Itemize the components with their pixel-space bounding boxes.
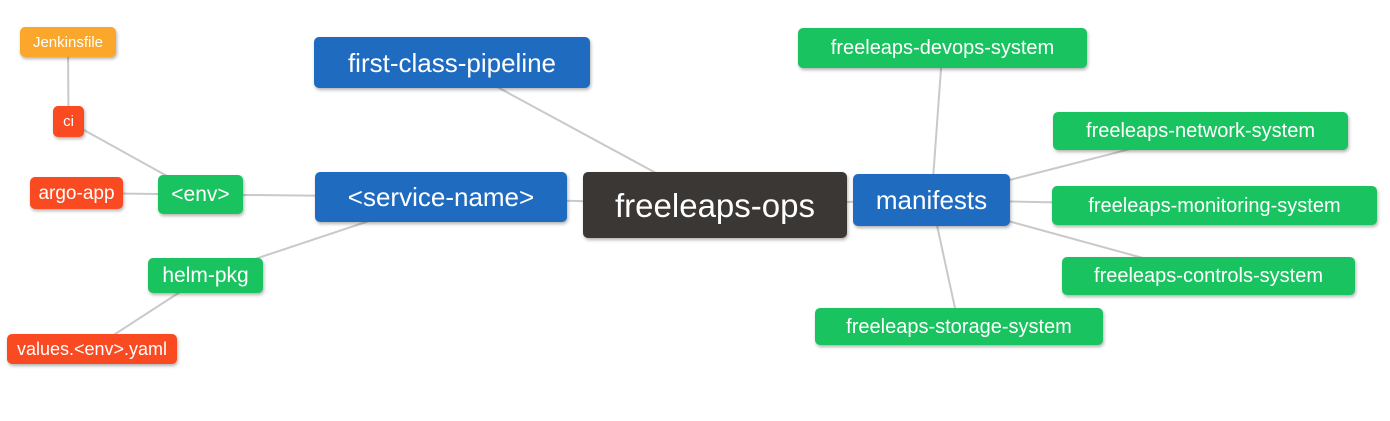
- node-label: freeleaps-devops-system: [830, 37, 1055, 59]
- node-storage-system[interactable]: freeleaps-storage-system: [815, 308, 1103, 345]
- node-label: argo-app: [38, 182, 115, 204]
- node-monitoring-system[interactable]: freeleaps-monitoring-system: [1052, 186, 1377, 225]
- node-label: freeleaps-controls-system: [1094, 265, 1323, 287]
- node-service-name[interactable]: <service-name>: [315, 172, 567, 222]
- node-network-system[interactable]: freeleaps-network-system: [1053, 112, 1348, 150]
- node-values-yaml[interactable]: values.<env>.yaml: [7, 334, 177, 364]
- node-label: manifests: [875, 185, 988, 215]
- node-controls-system[interactable]: freeleaps-controls-system: [1062, 257, 1355, 295]
- node-ci[interactable]: ci: [53, 106, 84, 137]
- node-label: helm-pkg: [162, 264, 249, 287]
- node-helm-pkg[interactable]: helm-pkg: [148, 258, 263, 293]
- node-devops-system[interactable]: freeleaps-devops-system: [798, 28, 1087, 68]
- node-label: freeleaps-ops: [615, 186, 815, 224]
- node-label: freeleaps-storage-system: [846, 315, 1072, 338]
- node-label: Jenkinsfile: [32, 33, 104, 51]
- node-freeleaps-ops[interactable]: freeleaps-ops: [583, 172, 847, 238]
- node-label: freeleaps-network-system: [1086, 120, 1315, 142]
- node-argo-app[interactable]: argo-app: [30, 177, 123, 209]
- node-first-class-pipeline[interactable]: first-class-pipeline: [314, 37, 590, 88]
- node-label: ci: [63, 113, 74, 130]
- node-label: freeleaps-monitoring-system: [1088, 194, 1341, 217]
- node-env[interactable]: <env>: [158, 175, 243, 214]
- node-manifests[interactable]: manifests: [853, 174, 1010, 226]
- node-label: <env>: [171, 183, 230, 206]
- node-label: values.<env>.yaml: [16, 339, 168, 359]
- node-label: <service-name>: [347, 182, 535, 212]
- node-jenkinsfile[interactable]: Jenkinsfile: [20, 27, 116, 57]
- node-label: first-class-pipeline: [347, 47, 557, 78]
